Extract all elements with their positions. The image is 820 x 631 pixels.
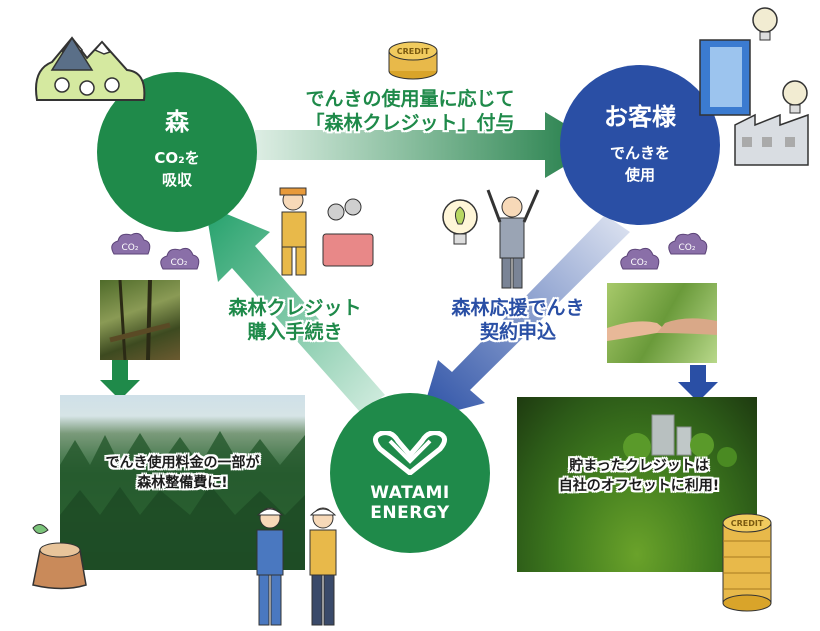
credit-coin-stack-top: CREDIT bbox=[388, 41, 438, 80]
co2-cloud-2: CO₂ bbox=[160, 247, 200, 270]
contract-arrow bbox=[420, 215, 630, 420]
businessman-bulb-icon bbox=[442, 189, 540, 289]
customer-sub-2: 使用 bbox=[624, 166, 655, 184]
co2-text-3: CO₂ bbox=[631, 258, 648, 268]
worker-wallet-icon bbox=[279, 187, 374, 276]
forest-caption-line2: 森林整備費に! bbox=[137, 475, 228, 491]
co2-text-1: CO₂ bbox=[122, 243, 139, 253]
contract-line1: 森林応援でんき bbox=[451, 297, 585, 319]
forest-sub-1: CO₂を bbox=[154, 149, 200, 167]
forest-caption-line1: でんき使用料金の一部が bbox=[105, 455, 260, 471]
credit-purchase-line2: 購入手続き bbox=[247, 321, 343, 343]
city-photo-caption: 貯まったクレジットは 自社のオフセットに利用! bbox=[524, 456, 754, 496]
customer-title: お客様 bbox=[604, 103, 676, 131]
co2-text-4: CO₂ bbox=[679, 243, 696, 253]
co2-cloud-1: CO₂ bbox=[111, 232, 151, 255]
top-flow-line2: 「森林クレジット」付与 bbox=[305, 112, 515, 134]
city-caption-line1: 貯まったクレジットは bbox=[569, 458, 709, 474]
city-caption-line2: 自社のオフセットに利用! bbox=[558, 478, 720, 494]
handshake-photo bbox=[607, 283, 717, 363]
mountain-icon bbox=[35, 36, 146, 101]
tree-stump-icon bbox=[32, 524, 87, 590]
forest-photo-caption: でんき使用料金の一部が 森林整備費に! bbox=[70, 453, 295, 493]
contract-line2: 契約申込 bbox=[479, 321, 556, 343]
down-arrow-right bbox=[678, 365, 718, 402]
moss-city-photo bbox=[517, 397, 757, 572]
buildings-icon bbox=[699, 7, 809, 166]
workers-icon bbox=[256, 507, 337, 626]
watami-line1: WATAMI bbox=[370, 483, 450, 503]
top-flow-label: でんきの使用量に応じて 「森林クレジット」付与 bbox=[265, 87, 555, 135]
watami-energy-circle: WATAMI ENERGY bbox=[330, 393, 490, 553]
credit-coin-stack-bottom: CREDIT bbox=[722, 513, 772, 612]
credit-purchase-line1: 森林クレジット bbox=[228, 297, 362, 319]
co2-cloud-3: CO₂ bbox=[620, 247, 660, 270]
co2-cloud-4: CO₂ bbox=[668, 232, 708, 255]
forest-sub-2: 吸収 bbox=[161, 171, 192, 189]
customer-sub-1: でんきを bbox=[609, 144, 670, 162]
co2-text-2: CO₂ bbox=[171, 258, 188, 268]
credit-coin-label-top: CREDIT bbox=[397, 47, 430, 56]
watami-line2: ENERGY bbox=[370, 503, 450, 523]
credit-purchase-label: 森林クレジット 購入手続き bbox=[210, 296, 380, 344]
purchase-arrow bbox=[205, 205, 385, 412]
down-arrow-left bbox=[100, 360, 140, 400]
customer-circle: お客様 でんきを 使用 bbox=[560, 65, 720, 225]
top-arrow bbox=[255, 112, 600, 178]
forest-small-photo bbox=[100, 280, 180, 360]
forest-title: 森 bbox=[165, 108, 189, 136]
top-flow-line1: でんきの使用量に応じて bbox=[305, 88, 515, 110]
credit-coin-label-bottom: CREDIT bbox=[731, 519, 764, 528]
contract-label: 森林応援でんき 契約申込 bbox=[428, 296, 608, 344]
watami-heart-logo-icon bbox=[373, 430, 447, 477]
